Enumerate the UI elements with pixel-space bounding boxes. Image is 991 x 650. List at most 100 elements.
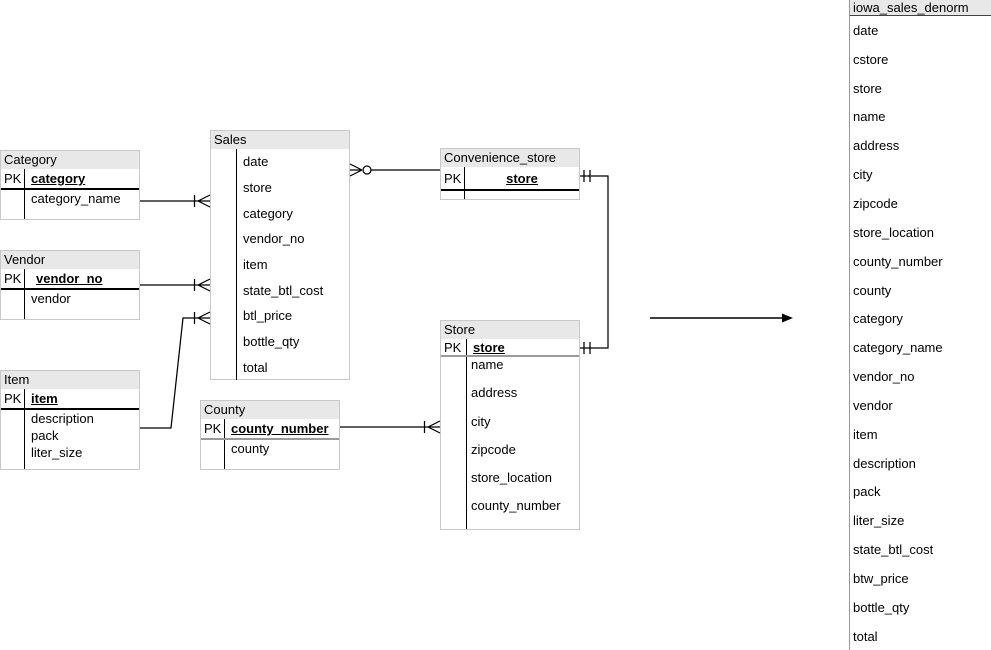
field-row: vendor_no [211, 226, 349, 252]
pk-row: PK store [441, 339, 579, 357]
pk-field-name: county_number [231, 421, 329, 436]
field-name: total [243, 359, 268, 375]
field-name: liter_size [31, 445, 83, 460]
field-name: name [471, 357, 504, 372]
pk-field-name: item [31, 391, 58, 406]
entity-filler [441, 191, 579, 199]
denorm-field-row: county_number [853, 253, 943, 269]
pk-cell [1, 290, 25, 307]
denorm-field-row: zipcode [853, 195, 898, 211]
pk-cell [201, 457, 225, 469]
filler-cell [465, 191, 579, 199]
field-row: county [201, 440, 339, 457]
field-name: btl_price [243, 308, 293, 324]
pk-cell [441, 357, 467, 386]
entity-title: Vendor [1, 251, 139, 269]
pk-cell [1, 461, 25, 469]
entity-title: Item [1, 371, 139, 389]
denorm-field-row: county [853, 282, 892, 298]
zero-circle-icon [362, 165, 372, 175]
entity-filler [1, 207, 139, 219]
field-row: category_name [1, 190, 139, 207]
denorm-flow-arrow [650, 313, 793, 323]
field-name: state_btl_cost [243, 282, 324, 298]
field-name: bottle_qty [243, 334, 300, 350]
field-name: store_location [471, 470, 552, 486]
connector-convenience-store-store [580, 170, 609, 354]
crows-foot-icon [197, 278, 211, 292]
field-row: btl_price [211, 303, 349, 329]
pk-cell [211, 174, 237, 201]
pk-row: PK item [1, 389, 139, 410]
pk-cell: PK [1, 389, 25, 408]
field-row: category [211, 200, 349, 227]
connector-line [140, 317, 198, 429]
field-row: total [211, 354, 349, 381]
connector-sales-convenience-store [349, 163, 440, 177]
connector-county-store [340, 420, 441, 434]
field-name: county_number [471, 498, 561, 514]
filler-cell [225, 457, 339, 469]
field-row: state_btl_cost [211, 277, 349, 304]
double-tick-icon [583, 170, 591, 182]
connector-line [580, 175, 609, 349]
pk-cell [211, 149, 237, 175]
entity-title: Sales [211, 131, 349, 149]
pk-cell [1, 444, 25, 461]
connector-vendor-sales [140, 278, 211, 292]
denorm-field-row: item [853, 426, 878, 442]
pk-cell [1, 190, 25, 207]
filler-cell [467, 527, 579, 529]
entity-filler [441, 526, 579, 529]
denorm-field-row: date [853, 22, 879, 38]
pk-cell [441, 191, 465, 199]
entity-filler [201, 457, 339, 469]
pk-cell [211, 200, 237, 227]
field-row: store_location [441, 470, 579, 499]
field-row: name [441, 357, 579, 386]
pk-cell [441, 441, 467, 471]
entity-filler [1, 461, 139, 469]
pk-cell [1, 410, 25, 427]
pk-field-name: vendor_no [36, 271, 103, 286]
pk-cell: PK [441, 339, 467, 355]
field-row: bottle_qty [211, 328, 349, 355]
field-name: category [243, 205, 293, 221]
denorm-field-row: cstore [853, 51, 889, 67]
filler-cell [25, 307, 139, 319]
denorm-field-row: address [853, 138, 900, 154]
crows-foot-icon [197, 311, 211, 325]
entity-filler [1, 307, 139, 319]
field-name: zipcode [471, 441, 516, 457]
pk-cell [211, 226, 237, 252]
pk-field-name: store [473, 339, 505, 355]
field-name: pack [31, 428, 59, 443]
field-name: item [243, 257, 268, 273]
denorm-table-title: iowa_sales_denorm [850, 0, 991, 16]
denorm-field-row: category [853, 311, 903, 327]
field-row: address [441, 385, 579, 414]
field-name: store [243, 180, 272, 196]
pk-field-name: store [506, 170, 538, 186]
pk-cell [211, 277, 237, 304]
denorm-field-row: bottle_qty [853, 599, 910, 615]
crows-foot-icon [197, 194, 211, 208]
